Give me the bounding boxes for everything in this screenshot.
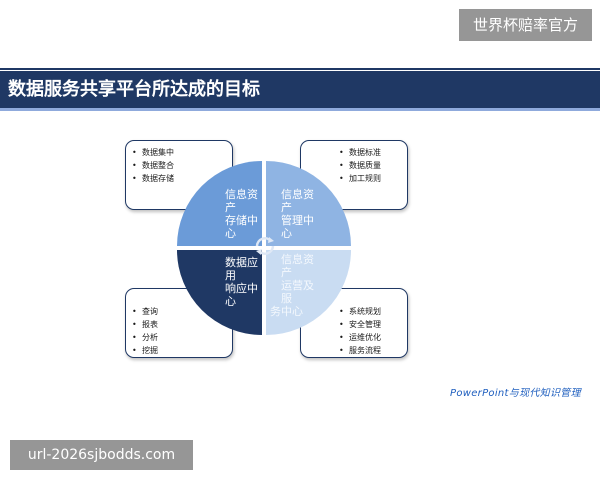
quadrant-application-center: 数据应用响应中心 (177, 250, 262, 335)
title-top-rule (0, 68, 600, 70)
list-item: 系统规划 (339, 305, 407, 318)
list-item: 数据存储 (132, 172, 232, 185)
quadrant-label-line: 信息资产 (281, 187, 314, 214)
list-item: 数据质量 (339, 159, 407, 172)
quadrant-label-line: 信息资产 (225, 187, 258, 214)
list-item: 服务流程 (339, 344, 407, 357)
quadrant-label-line: 管理中心 (281, 213, 314, 240)
list-item: 数据集中 (132, 146, 232, 159)
list-item: 分析 (132, 331, 232, 344)
watermark-top: 世界杯赔率官方 (459, 9, 592, 41)
cycle-arrows-icon (255, 237, 275, 255)
list-item: 数据标准 (339, 146, 407, 159)
quadrant-label-line: 数据应用 (225, 255, 258, 282)
quadrant-label-line: 信息资产 (281, 253, 314, 279)
list-item: 报表 (132, 318, 232, 331)
list-item: 数据整合 (132, 159, 232, 172)
list-item: 加工规则 (339, 172, 407, 185)
quadrant-label-line: 运营及服 (281, 279, 314, 305)
watermark-bottom: url-2026sjbodds.com (10, 440, 193, 470)
box-operations-items: 系统规划 安全管理 运维优化 服务流程 (300, 288, 408, 358)
quadrant-label-line: 响应中心 (225, 281, 258, 308)
box-management-items: 数据标准 数据质量 加工规则 (300, 140, 408, 210)
list-item: 运维优化 (339, 331, 407, 344)
title-bar: 数据服务共享平台所达成的目标 (0, 71, 600, 111)
list-item: 挖掘 (132, 344, 232, 357)
list-item: 查询 (132, 305, 232, 318)
footer-logo: PowerPoint与现代知识管理 (450, 388, 581, 399)
quadrant-label-line: 务中心 (270, 305, 303, 318)
page-title: 数据服务共享平台所达成的目标 (8, 79, 260, 100)
list-item: 安全管理 (339, 318, 407, 331)
quadrant-label-line: 存储中心 (225, 213, 258, 240)
